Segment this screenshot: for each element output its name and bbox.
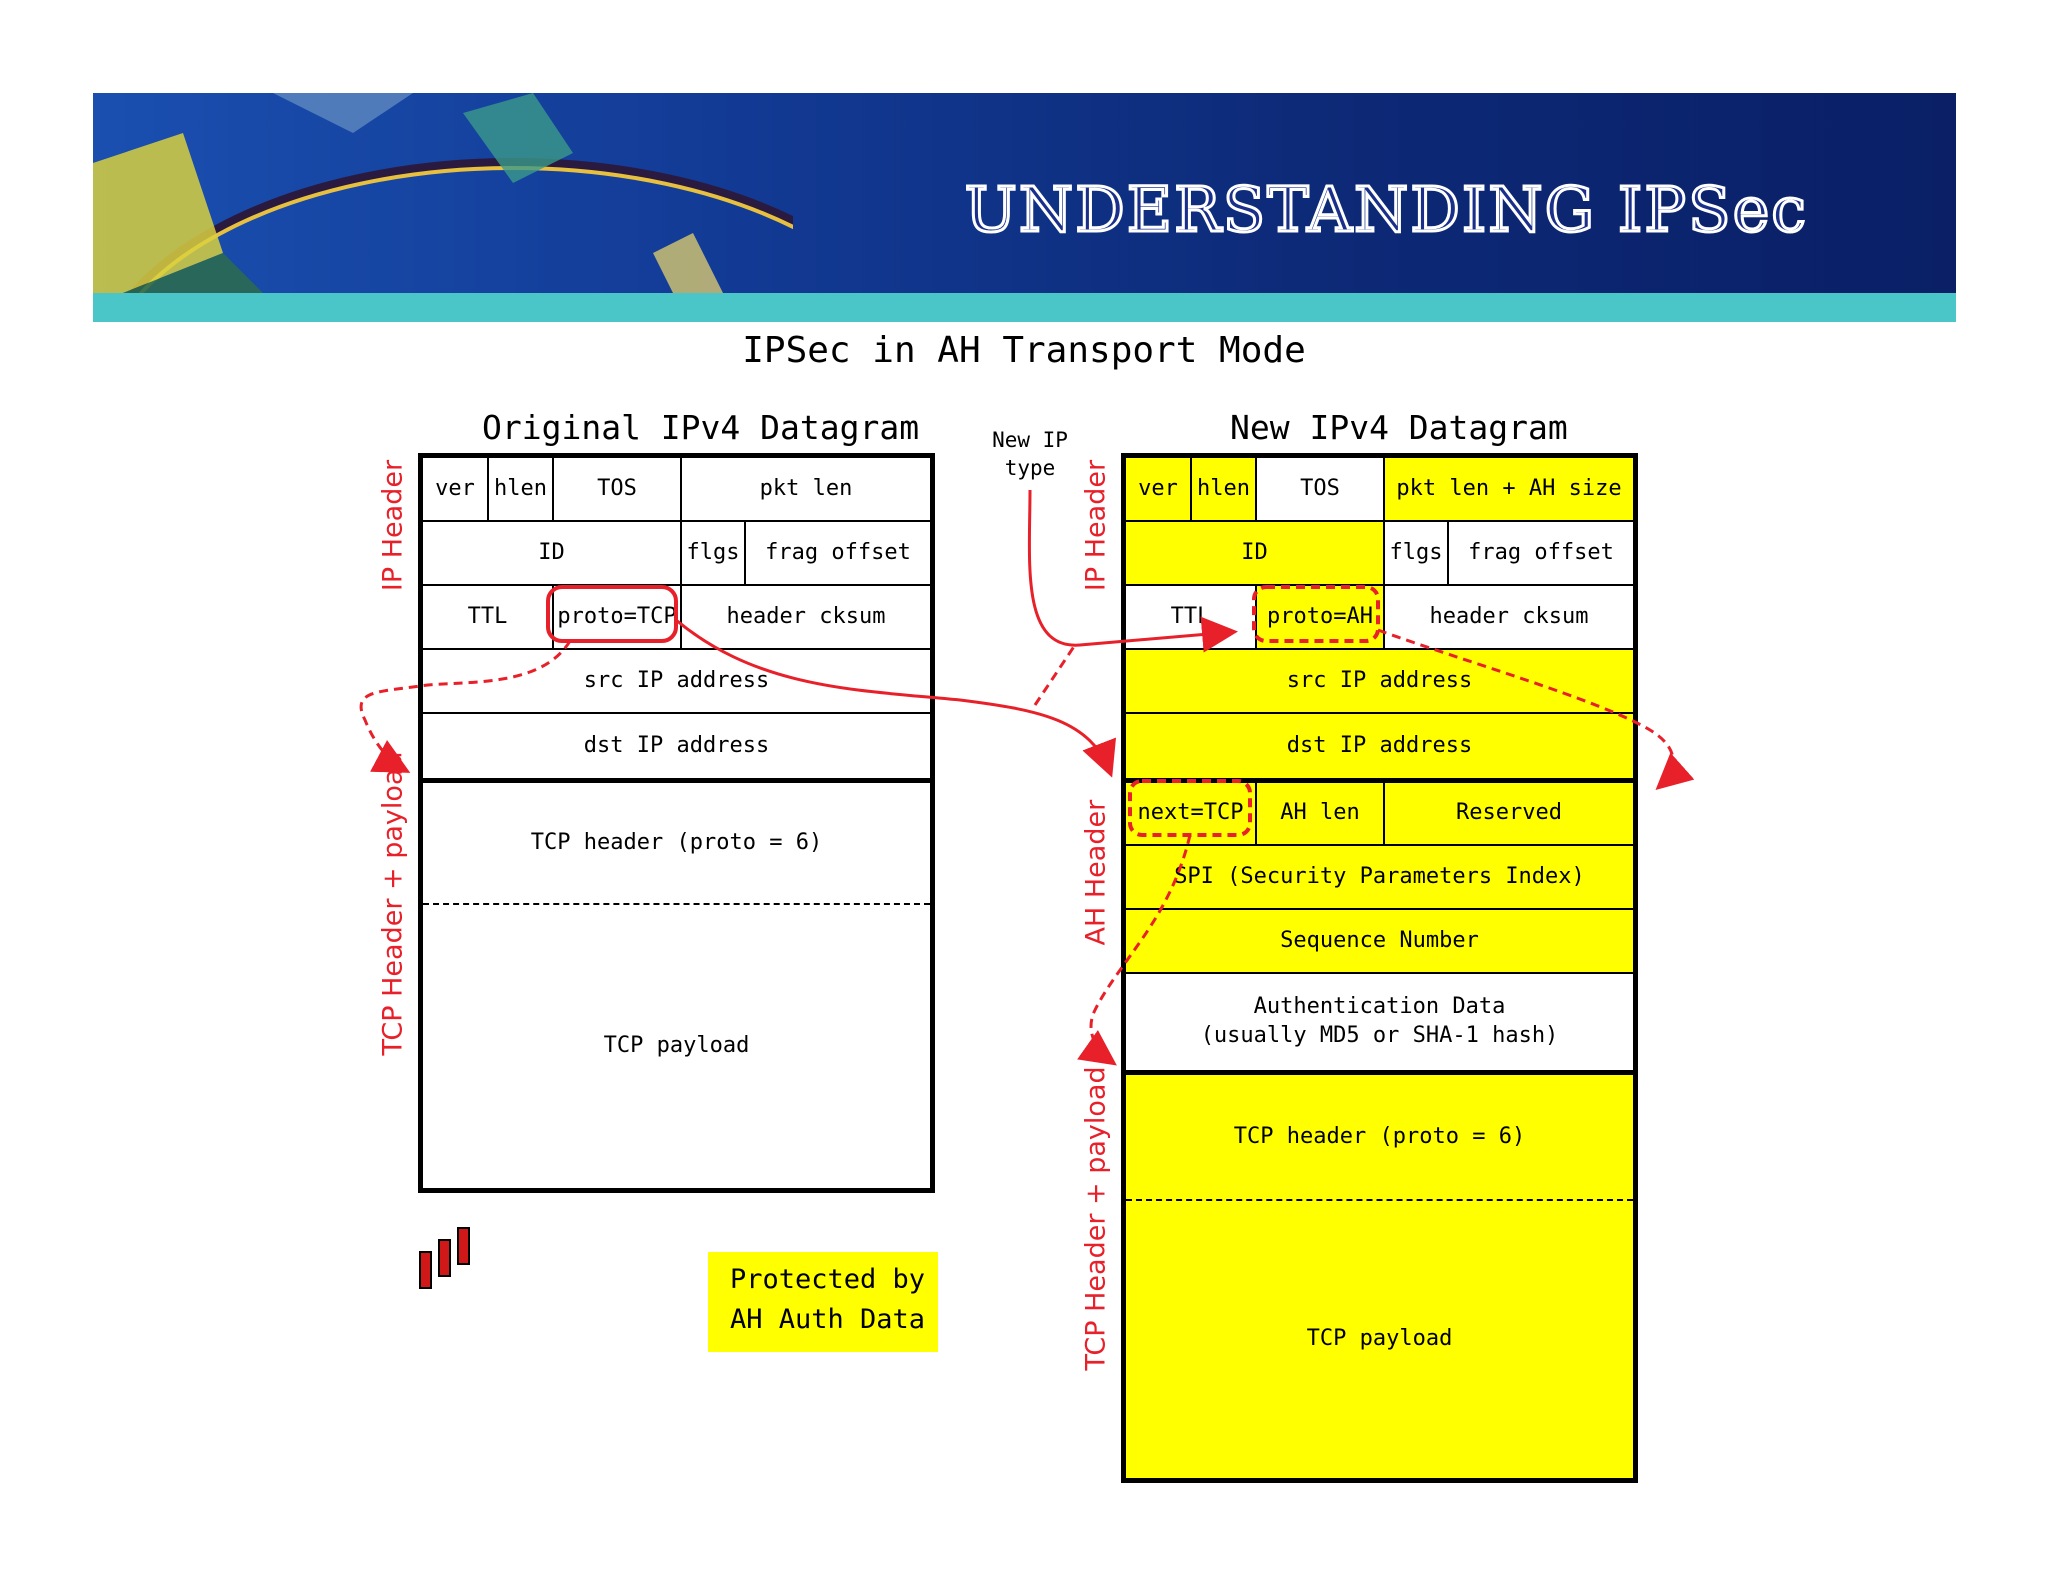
- auth-data-line2: (usually MD5 or SHA-1 hash): [1200, 1023, 1559, 1048]
- logo-icon: [419, 1227, 470, 1289]
- legend-box: Protected by AH Auth Data: [708, 1252, 938, 1352]
- new-ip-type-arrow: [1027, 489, 1238, 653]
- new-auth-data: Authentication Data (usually MD5 or SHA-…: [1126, 974, 1633, 1070]
- new-tcp-payload: TCP payload: [1126, 1201, 1633, 1478]
- new-ah-len: AH len: [1257, 783, 1385, 846]
- legend-line2: AH Auth Data: [730, 1304, 926, 1335]
- orig-tos: TOS: [554, 458, 682, 522]
- orig-header-cksum: header cksum: [682, 586, 930, 650]
- new-datagram-title: New IPv4 Datagram: [1230, 408, 1568, 447]
- new-flgs: flgs: [1385, 522, 1449, 586]
- new-spi: SPI (Security Parameters Index): [1126, 846, 1633, 910]
- new-section-divider-ah: [1126, 778, 1633, 783]
- orig-proto: proto=TCP: [554, 586, 682, 650]
- new-ip-type-note: New IP type: [980, 426, 1080, 483]
- new-tos: TOS: [1257, 458, 1385, 522]
- header-banner: UNDERSTANDING IPSec: [93, 93, 1956, 293]
- orig-dst-ip: dst IP address: [583, 732, 770, 758]
- orig-tcp-payload: TCP payload: [603, 1033, 750, 1059]
- orig-frag-offset: frag offset: [746, 522, 930, 586]
- orig-ver: ver: [423, 458, 489, 522]
- new-header-cksum: header cksum: [1385, 586, 1633, 650]
- orig-proto-to-tcp-arrow: [359, 640, 572, 773]
- proto-ah-highlight: [1252, 585, 1380, 643]
- new-ver: ver: [1126, 458, 1192, 522]
- new-section-divider-tcp: [1126, 1070, 1633, 1075]
- orig-section-divider: [423, 778, 930, 783]
- orig-flgs: flgs: [682, 522, 746, 586]
- auth-data-line1: Authentication Data: [1253, 994, 1506, 1020]
- orig-src-ip: src IP address: [423, 650, 930, 714]
- new-sequence-number: Sequence Number: [1126, 910, 1633, 974]
- original-datagram-title: Original IPv4 Datagram: [482, 408, 920, 447]
- new-frag-offset: frag offset: [1449, 522, 1633, 586]
- orig-id: ID: [423, 522, 682, 586]
- next-tcp-to-tcp-arrow: [1077, 834, 1192, 1066]
- proto-ah-to-ah-arrow: [1377, 628, 1695, 790]
- next-tcp-highlight: [1128, 779, 1252, 837]
- new-dst-ip: dst IP address: [1126, 714, 1633, 778]
- proto-tcp-highlight: [546, 585, 678, 643]
- banner-decoration: [93, 93, 793, 293]
- diagram-title: IPSec in AH Transport Mode: [742, 330, 1306, 371]
- new-ip-type-line1: New IP: [992, 428, 1068, 452]
- new-tcp-header: TCP header (proto = 6): [1126, 1075, 1633, 1201]
- new-pkt-len: pkt len + AH size: [1385, 458, 1633, 522]
- middle-dashed-link: [1033, 644, 1077, 706]
- legend-line1: Protected by: [730, 1264, 926, 1295]
- new-reserved: Reserved: [1385, 783, 1633, 846]
- orig-tcp-header: TCP header (proto = 6): [423, 783, 930, 905]
- original-datagram-table: ver hlen TOS pkt len ID flgs frag offset…: [418, 453, 935, 1193]
- proto-move-arrow: [675, 618, 1117, 778]
- orig-hlen: hlen: [489, 458, 554, 522]
- orig-pkt-len: pkt len: [682, 458, 930, 522]
- new-ip-type-line2: type: [1004, 456, 1056, 481]
- banner-stripe: [93, 293, 1956, 322]
- new-id: ID: [1126, 522, 1385, 586]
- new-datagram-table: ver hlen TOS pkt len + AH size ID flgs f…: [1121, 453, 1638, 1483]
- orig-ttl: TTL: [423, 586, 554, 650]
- banner-title: UNDERSTANDING IPSec: [963, 172, 1808, 248]
- new-src-ip: src IP address: [1126, 650, 1633, 714]
- new-hlen: hlen: [1192, 458, 1257, 522]
